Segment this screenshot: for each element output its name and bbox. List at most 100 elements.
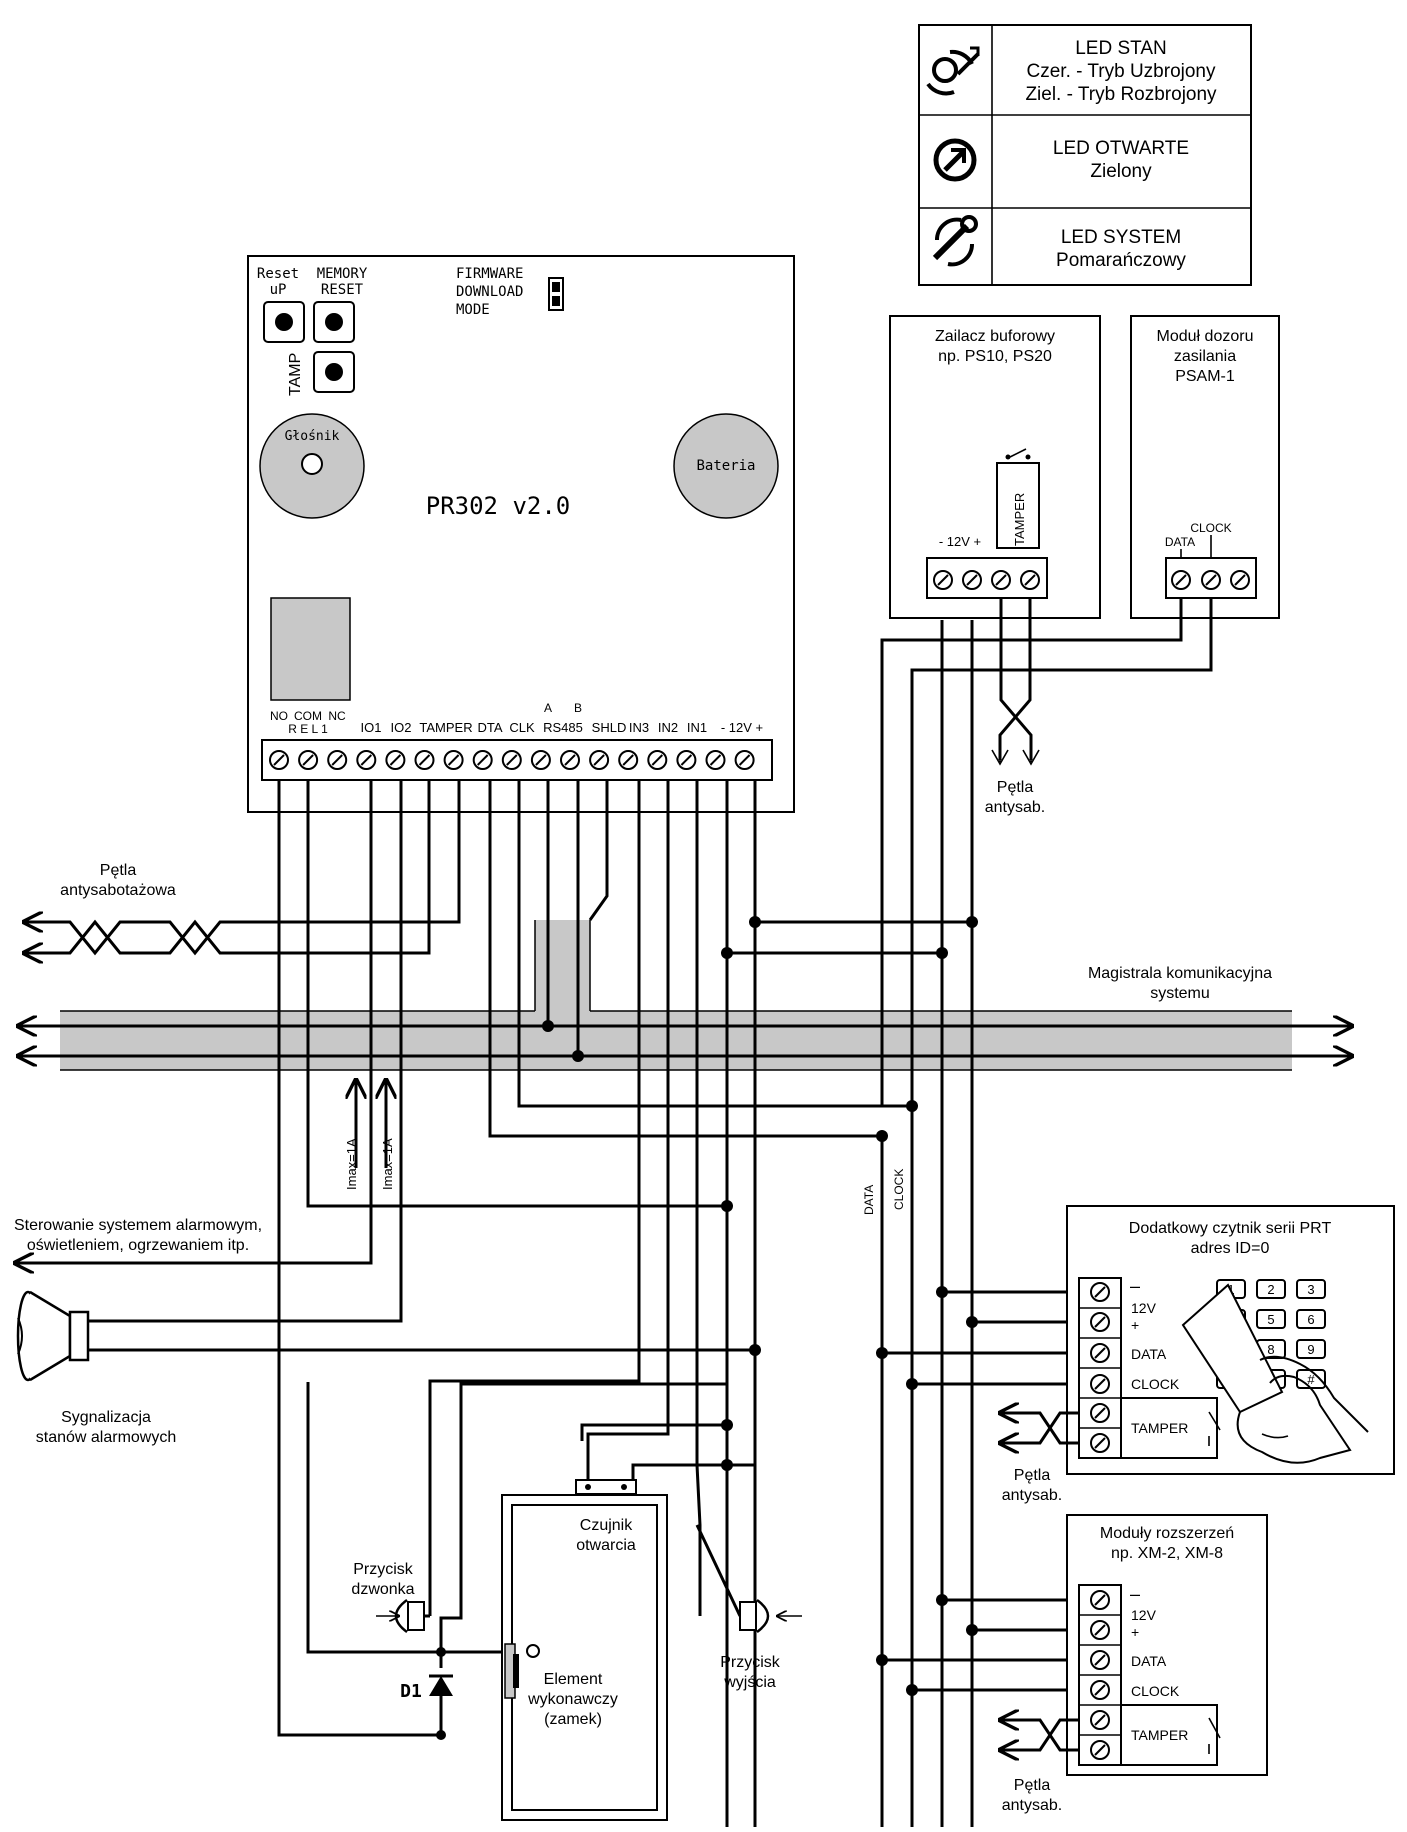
hand-with-card-icon [1181, 1283, 1369, 1464]
key-hash[interactable]: # [1307, 1372, 1315, 1387]
memory-reset-button[interactable] [313, 301, 355, 343]
psam-clock-label: CLOCK [1190, 521, 1231, 535]
door-sensor-label-2: otwarcia [576, 1537, 636, 1554]
reset-label-1: Reset [257, 266, 299, 282]
system-wrench-icon [932, 215, 978, 267]
wiring [15, 598, 1213, 1828]
reader-loop-1: Pętla [1014, 1467, 1051, 1484]
key-9[interactable]: 9 [1307, 1342, 1314, 1357]
controller-terminal-screw [414, 750, 435, 770]
reader-title-1: Dodatkowy czytnik serii PRT [1129, 1220, 1332, 1237]
battery: Bateria [673, 413, 779, 519]
siren-icon [16, 1290, 90, 1382]
door-sensor [575, 1479, 637, 1495]
communication-bus: Magistrala komunikacyjna systemu [18, 920, 1352, 1071]
controller-model: PR302 v2.0 [426, 492, 571, 520]
key-8[interactable]: 8 [1267, 1342, 1274, 1357]
siren-label-1: Sygnalizacja [61, 1409, 151, 1426]
lock-label-2: wykonawczy [527, 1691, 618, 1708]
imax-io2-label: Imax=1A [380, 1138, 395, 1190]
legend-row1-line1: LED STAN [1075, 38, 1167, 59]
controller-terminal-screw [734, 750, 755, 770]
psu-loop-1: Pętla [997, 779, 1034, 796]
tamper-switch[interactable] [313, 351, 355, 393]
expander-plus: + [1131, 1624, 1139, 1640]
relay-nc-label: NC [328, 709, 346, 723]
relay-com-label: COM [294, 709, 322, 723]
reader-data: DATA [1131, 1346, 1167, 1362]
reader-minus: – [1130, 1276, 1140, 1296]
controller-terminal-screw [298, 750, 319, 770]
prt-reader-module: Dodatkowy czytnik serii PRT adres ID=0 –… [1000, 1205, 1395, 1504]
junction-dots [542, 916, 978, 1696]
expander-minus: – [1130, 1584, 1140, 1604]
psu-module: Zailacz buforowy np. PS10, PS20 - 12V + … [889, 315, 1101, 619]
bus-data-vertical-label: DATA [862, 1185, 876, 1215]
reader-loop-2: antysab. [1002, 1487, 1062, 1504]
expander-module: Moduły rozszerzeń np. XM-2, XM-8 – 12V +… [1000, 1514, 1268, 1814]
psu-title-1: Zailacz buforowy [935, 328, 1055, 345]
firmware-label-1: FIRMWARE [456, 266, 523, 282]
legend-row2-line1: LED OTWARTE [1053, 138, 1189, 159]
controller-terminal-screw [560, 750, 580, 770]
term-tamper: TAMPER [419, 720, 472, 735]
expander-tamper: TAMPER [1131, 1727, 1188, 1743]
tamp-label: TAMP [287, 353, 304, 396]
expander-data: DATA [1131, 1653, 1167, 1669]
term-in1: IN1 [687, 720, 707, 735]
psu-voltage-label: - 12V + [939, 534, 981, 549]
bell-label-1: Przycisk [353, 1561, 414, 1578]
legend-row3-line1: LED SYSTEM [1061, 227, 1181, 248]
term-12v: - 12V + [721, 720, 763, 735]
reset-button[interactable] [263, 301, 305, 343]
key-5[interactable]: 5 [1267, 1312, 1274, 1327]
relay-name-label: R E L 1 [288, 722, 328, 736]
firmware-label-2: DOWNLOAD [456, 284, 523, 300]
psu-title-2: np. PS10, PS20 [938, 348, 1052, 365]
exit-button[interactable]: Przycisk wyjścia [720, 1598, 802, 1691]
key-3[interactable]: 3 [1307, 1282, 1314, 1297]
bus-label-1: Magistrala komunikacyjna [1088, 965, 1272, 982]
term-clk: CLK [509, 720, 535, 735]
door-sensor-label-1: Czujnik [580, 1517, 633, 1534]
bus-label-2: systemu [1150, 985, 1210, 1002]
controller-terminal-screw [356, 750, 377, 770]
term-in3: IN3 [629, 720, 649, 735]
reset-label-2: uP [270, 282, 287, 298]
control-label-1: Sterowanie systemem alarmowym, [14, 1217, 262, 1234]
battery-label: Bateria [696, 458, 755, 474]
expander-clock: CLOCK [1131, 1683, 1180, 1699]
door-open-icon [933, 138, 977, 182]
expander-title-1: Moduły rozszerzeń [1100, 1525, 1234, 1542]
reader-plus: + [1131, 1317, 1139, 1333]
relay-no-label: NO [270, 709, 288, 723]
psam-module: Moduł dozoru zasilania PSAM-1 DATA CLOCK [1130, 315, 1280, 619]
term-io1: IO1 [361, 720, 382, 735]
key-6[interactable]: 6 [1307, 1312, 1314, 1327]
psu-tamper-switch: TAMPER [996, 448, 1040, 549]
firmware-label-3: MODE [456, 302, 490, 318]
controller-terminal-screw [618, 750, 639, 770]
expander-title-2: np. XM-2, XM-8 [1111, 1545, 1223, 1562]
psu-tamper-loop: Pętla antysab. [985, 598, 1045, 816]
firmware-jumper[interactable] [548, 277, 564, 311]
term-io2: IO2 [391, 720, 412, 735]
imax-io1-label: Imax=1A [344, 1138, 359, 1190]
controller-terminal-screw [501, 750, 522, 770]
controller-terminal-screw [269, 750, 289, 770]
term-dta: DTA [477, 720, 502, 735]
reader-12v: 12V [1131, 1300, 1157, 1316]
controller-terminal-screw [676, 750, 697, 770]
left-loop-label-1: Pętla [100, 862, 137, 879]
lock-label-3: (zamek) [544, 1711, 602, 1728]
reader-tamper: TAMPER [1131, 1420, 1188, 1436]
controller-terminal-screw [705, 750, 726, 770]
diode-label: D1 [400, 1681, 422, 1702]
key-2[interactable]: 2 [1267, 1282, 1274, 1297]
controller-terminal-screw [589, 750, 610, 770]
term-in2: IN2 [658, 720, 678, 735]
bell-button[interactable]: Przycisk dzwonka [351, 1561, 430, 1634]
legend-row1-line2: Czer. - Tryb Uzbrojony [1027, 61, 1216, 82]
